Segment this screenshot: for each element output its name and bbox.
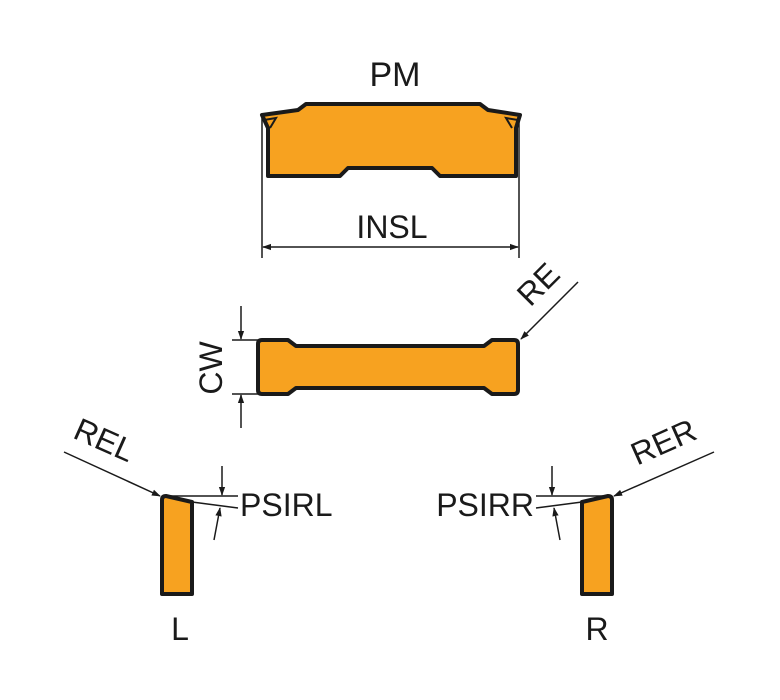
insl-label: INSL <box>356 209 427 245</box>
cw-label: CW <box>193 341 229 395</box>
psirr-label: PSIRR <box>436 487 534 523</box>
re-label: RE <box>510 256 567 313</box>
insert-right-hand <box>580 494 614 596</box>
insert-top-view <box>260 102 522 178</box>
pm-label: PM <box>370 56 421 94</box>
chipbreaker-left <box>263 116 278 129</box>
rel-label: REL <box>69 411 141 469</box>
l-label: L <box>171 611 189 647</box>
rel-leader <box>63 451 161 497</box>
psirr-arrow-bottom <box>552 507 561 541</box>
psirl-edge-line <box>191 501 239 509</box>
insert-left-hand <box>160 494 194 596</box>
rer-leader <box>613 451 715 497</box>
chipbreaker-right <box>504 116 519 129</box>
psirl-arrow-bottom <box>213 507 222 541</box>
r-label: R <box>585 611 608 647</box>
psirr-edge-line <box>535 501 583 509</box>
re-leader <box>520 281 579 340</box>
psirl-label: PSIRL <box>240 487 332 523</box>
insert-side-view <box>256 338 520 396</box>
